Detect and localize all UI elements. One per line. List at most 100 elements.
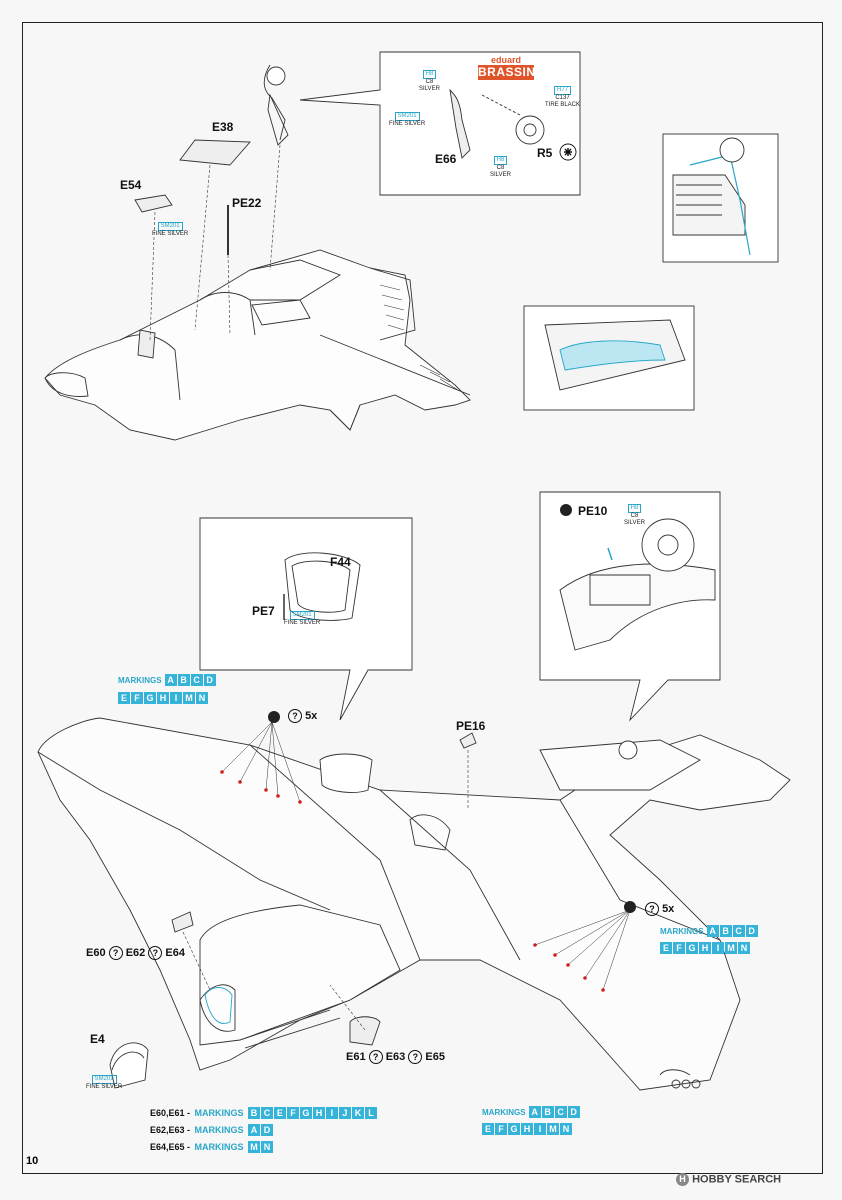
marking-box: E	[273, 1106, 286, 1119]
callout-gear-bay-side	[662, 133, 779, 263]
part-pe10-label: PE10	[578, 504, 608, 518]
watermark-text: HOBBY SEARCH	[692, 1173, 782, 1186]
paint-ref: C137	[555, 95, 570, 101]
paint-code: SM201	[157, 222, 183, 231]
paint-callout-sm201: SM201 FINE SILVER	[284, 611, 320, 627]
marking-box: D	[203, 674, 216, 686]
lower-aircraft-drawing	[37, 717, 791, 1091]
marking-box: C	[190, 674, 203, 686]
paint-name: SILVER	[624, 520, 645, 526]
callout-tail-wheel	[539, 491, 721, 722]
part-option-e60-e62-e64: E60 ? E62 ? E64	[86, 946, 185, 960]
marking-box: E	[660, 942, 672, 954]
paint-name: FINE SILVER	[86, 1084, 123, 1090]
marking-box: F	[286, 1106, 299, 1119]
paint-callout-sm201: SM201 FINE SILVER	[86, 1075, 122, 1091]
question-icon: ?	[108, 946, 123, 960]
part-option-e61-e63-e65: E61 ? E63 ? E65	[346, 1050, 445, 1064]
marking-box: A	[164, 674, 177, 686]
paint-code: SM201	[289, 611, 315, 620]
marking-box: A	[706, 925, 719, 937]
marking-box: J	[338, 1106, 351, 1119]
marking-box: H	[699, 942, 711, 954]
part-e66-label: E66	[435, 152, 457, 166]
marking-box: H	[521, 1123, 533, 1135]
part-pe7-label: PE7	[252, 604, 275, 618]
part-e38-label: E38	[212, 120, 234, 134]
marking-box: M	[247, 1140, 260, 1153]
paint-name: FINE SILVER	[284, 620, 321, 626]
marking-box: B	[719, 925, 732, 937]
marking-box: G	[144, 692, 156, 704]
marking-box: F	[673, 942, 685, 954]
paint-code: SM201	[394, 112, 420, 121]
marking-box: N	[560, 1123, 572, 1135]
marking-box: F	[495, 1123, 507, 1135]
paint-name: SILVER	[419, 86, 440, 92]
marking-box: E	[118, 692, 130, 704]
question-icon: ?	[408, 1050, 423, 1064]
brassin-name: BRASSIN	[478, 65, 536, 80]
paint-ref: C8	[425, 79, 434, 85]
legend-label: MARKINGS	[194, 1124, 244, 1135]
marking-box: D	[745, 925, 758, 937]
marking-box: I	[325, 1106, 338, 1119]
paint-code: SM201	[91, 1075, 117, 1084]
marking-box: B	[541, 1106, 554, 1118]
part-e60: E60	[86, 947, 106, 959]
part-f44-label: F44	[330, 555, 351, 569]
paint-name: SILVER	[490, 172, 511, 178]
marking-box: N	[738, 942, 750, 954]
paint-code: H8	[422, 70, 437, 79]
question-icon: ?	[645, 902, 659, 916]
marking-box: B	[247, 1106, 260, 1119]
tool-icons	[268, 504, 636, 913]
markings-label: MARKINGS	[482, 1107, 526, 1117]
marking-box: G	[299, 1106, 312, 1119]
paint-callout-h8: H8 C8 SILVER	[624, 504, 645, 527]
marking-box: M	[183, 692, 195, 704]
watermark-logo: H HOBBY SEARCH	[676, 1173, 781, 1186]
paint-ref: C8	[630, 513, 639, 519]
part-e54-label: E54	[120, 178, 142, 192]
callout-gear-bay-detail	[523, 305, 695, 411]
marking-box: C	[732, 925, 745, 937]
marking-box: C	[260, 1106, 273, 1119]
part-e61: E61	[346, 1051, 366, 1063]
page-frame	[22, 22, 823, 1174]
marking-box: F	[131, 692, 143, 704]
question-icon: ?	[368, 1050, 383, 1064]
marking-box: B	[177, 674, 190, 686]
marking-box: C	[554, 1106, 567, 1118]
part-pe16-label: PE16	[456, 719, 486, 733]
legend-label: MARKINGS	[194, 1107, 244, 1118]
upper-fuselage-drawing	[44, 64, 471, 441]
paint-callout-h8: H8 C8 SILVER	[490, 156, 511, 179]
question-icon: ?	[148, 946, 163, 960]
marking-box: H	[157, 692, 169, 704]
upper-sequence: ? 5x	[288, 709, 317, 723]
marking-box: D	[567, 1106, 580, 1118]
paint-code: H77	[554, 86, 572, 95]
part-e65: E65	[425, 1051, 445, 1063]
marking-box: L	[364, 1106, 377, 1119]
marking-box: H	[312, 1106, 325, 1119]
paint-callout-h77: H77 C137 TIRE BLACK	[545, 86, 580, 109]
marking-box: E	[482, 1123, 494, 1135]
part-e62: E62	[125, 947, 146, 959]
lower-sequence: ? 5x	[645, 902, 674, 916]
paint-callout-h8: H8 C8 SILVER	[419, 70, 440, 93]
part-r5-label: R5	[537, 146, 553, 160]
marking-box: I	[170, 692, 182, 704]
markings-label: MARKINGS	[660, 926, 704, 936]
marking-box: I	[534, 1123, 546, 1135]
